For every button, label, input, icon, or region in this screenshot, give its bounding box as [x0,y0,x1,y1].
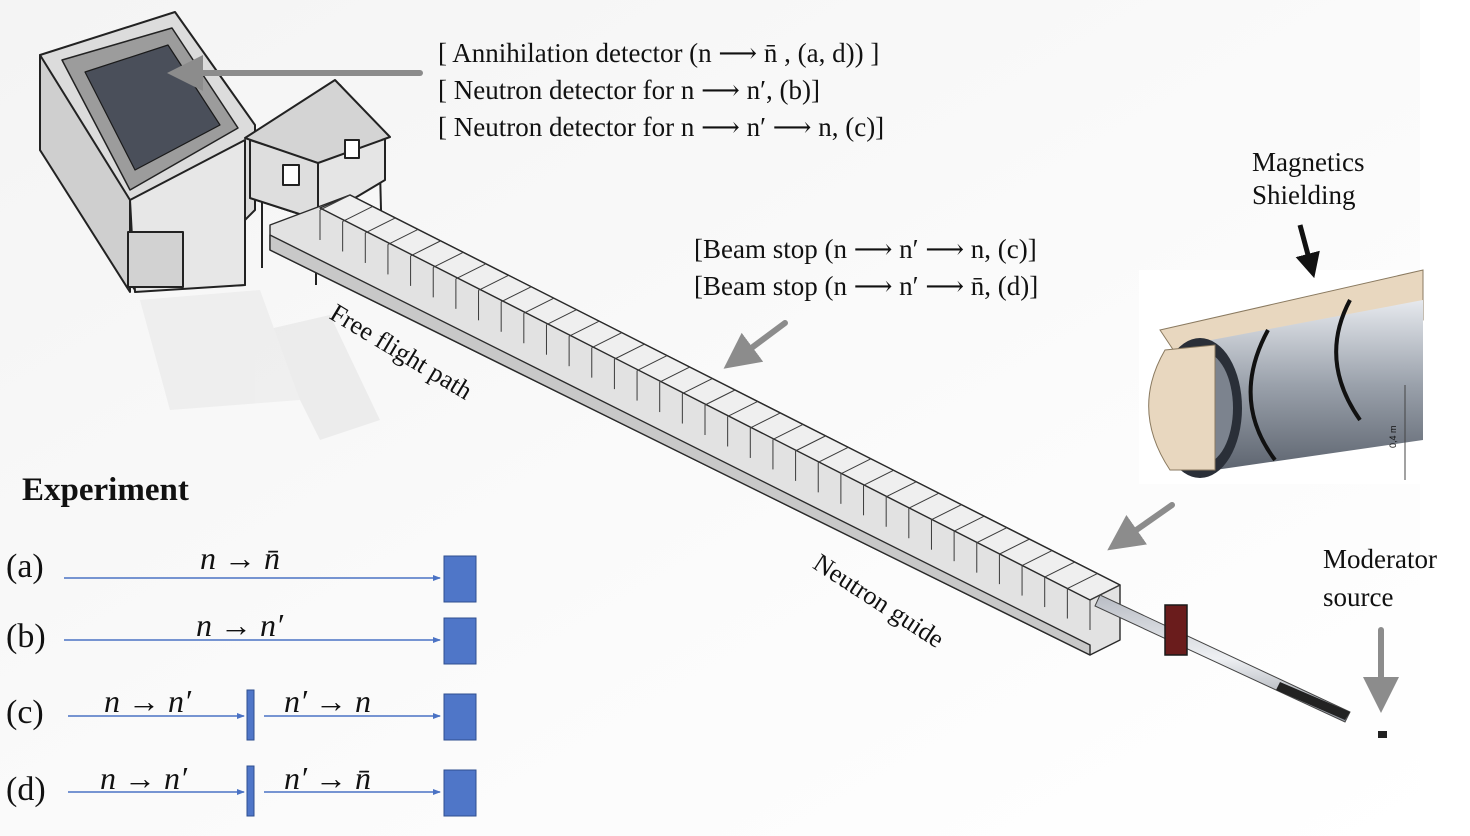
beamline-segment-edge [387,228,419,245]
annihilation-detector-label: [ Annihilation detector (n ⟶ n̄ , (a, d)… [438,38,880,68]
row-c-process-2: n′ → n [284,683,371,719]
beamline-segment-edge [342,206,373,222]
arrow-to-beam-stop [723,320,788,369]
row-c-beam-stop [246,689,255,741]
beamline-segment-edge [863,469,894,486]
beamline-segment-edge [659,366,690,383]
building-reflection [140,290,380,440]
beamline-segment-edge [953,515,985,532]
beamline-segment-edge [568,320,600,337]
row-b-detector [443,617,477,665]
row-c-label: (c) [6,694,44,731]
beam-stop-annotation: [Beam stop (n ⟶ n′ ⟶ n, (c)] [Beam stop … [694,231,1038,305]
beamline-segment-edge [976,527,1007,544]
beamline-segment-edge [795,435,826,452]
beamline-segment-edge [433,251,464,268]
beamline-segment-edge [727,401,758,417]
beamline-segment-edge [614,343,645,360]
shielding-label: Shielding [1252,180,1356,210]
experiment-title: Experiment [22,472,189,508]
magnetic-shielding-inset [1139,269,1424,484]
row-a-process: n → n̄ [200,540,280,576]
beamline-segment-edge [319,194,351,211]
beamline-segment-edge [682,378,713,394]
beamline-segment-edge [1044,561,1075,578]
row-d-beam-stop [246,765,255,817]
beamline-segment-edge [1067,573,1098,589]
beamline-segment-edge [908,492,940,509]
magnetics-label: Magnetics [1252,147,1365,177]
row-c-detector [443,693,477,741]
beamline-segments [319,194,1121,630]
callout-arrows [167,55,1399,713]
beamline-segment-edge [704,389,736,406]
row-b-process: n → n′ [196,607,283,643]
source-label: source [1323,582,1394,612]
arrow-to-neutron-guide [1107,502,1175,551]
row-d-detector [443,769,477,817]
beamline-segment-edge [500,286,532,303]
row-d-process-1: n → n′ [100,760,187,796]
arrow-to-shielding [1295,224,1320,279]
beam-pipe [1094,594,1387,738]
beamline-segment-edge [365,217,396,234]
moderator-label: Moderator [1323,544,1437,574]
beamline-segment-edge [885,481,917,498]
beamline-segment-edge [931,504,962,521]
row-b-label: (b) [6,618,46,655]
beamline-segment-edge [772,423,804,440]
beamline-segment-edge [750,412,781,429]
scale-label: 0,4 m [1388,425,1398,448]
beamline-segment-edge [455,263,487,280]
row-a-detector [443,555,477,603]
beamline-segment-edge [546,309,577,326]
beamline-segment-edge [1089,584,1121,601]
beam-stop-d-label: [Beam stop (n ⟶ n′ ⟶ n̄, (d)] [694,271,1039,301]
experiment-schematics [64,555,477,817]
beamline-segment-edge [1021,550,1053,567]
beamline-segment-edge [999,538,1030,555]
beamline-segment-edge [478,274,509,291]
detector-annotation: [ Annihilation detector (n ⟶ n̄ , (a, d)… [438,35,884,146]
magnetics-shielding-annotation: Magnetics Shielding [1252,146,1364,212]
row-d-label: (d) [6,771,46,808]
row-a-label: (a) [6,548,44,585]
neutron-detector-c-label: [ Neutron detector for n ⟶ n′ ⟶ n, (c)] [438,112,885,142]
beamline-segment-edge [523,297,555,314]
beamline-segment-edge [840,458,872,475]
neutron-detector-b-label: [ Neutron detector for n ⟶ n′, (b)] [438,75,820,105]
moderator-annotation: Moderator source [1323,540,1437,616]
beamline-segment-edge [591,332,622,349]
row-d-process-2: n′ → n̄ [284,760,371,796]
beamline-segment-edge [636,355,668,372]
row-c-process-1: n → n′ [104,683,191,719]
beamline-segment-edge [818,446,849,463]
beamline-segment-edge [410,240,441,257]
beam-stop-c-label: [Beam stop (n ⟶ n′ ⟶ n, (c)] [694,234,1037,264]
